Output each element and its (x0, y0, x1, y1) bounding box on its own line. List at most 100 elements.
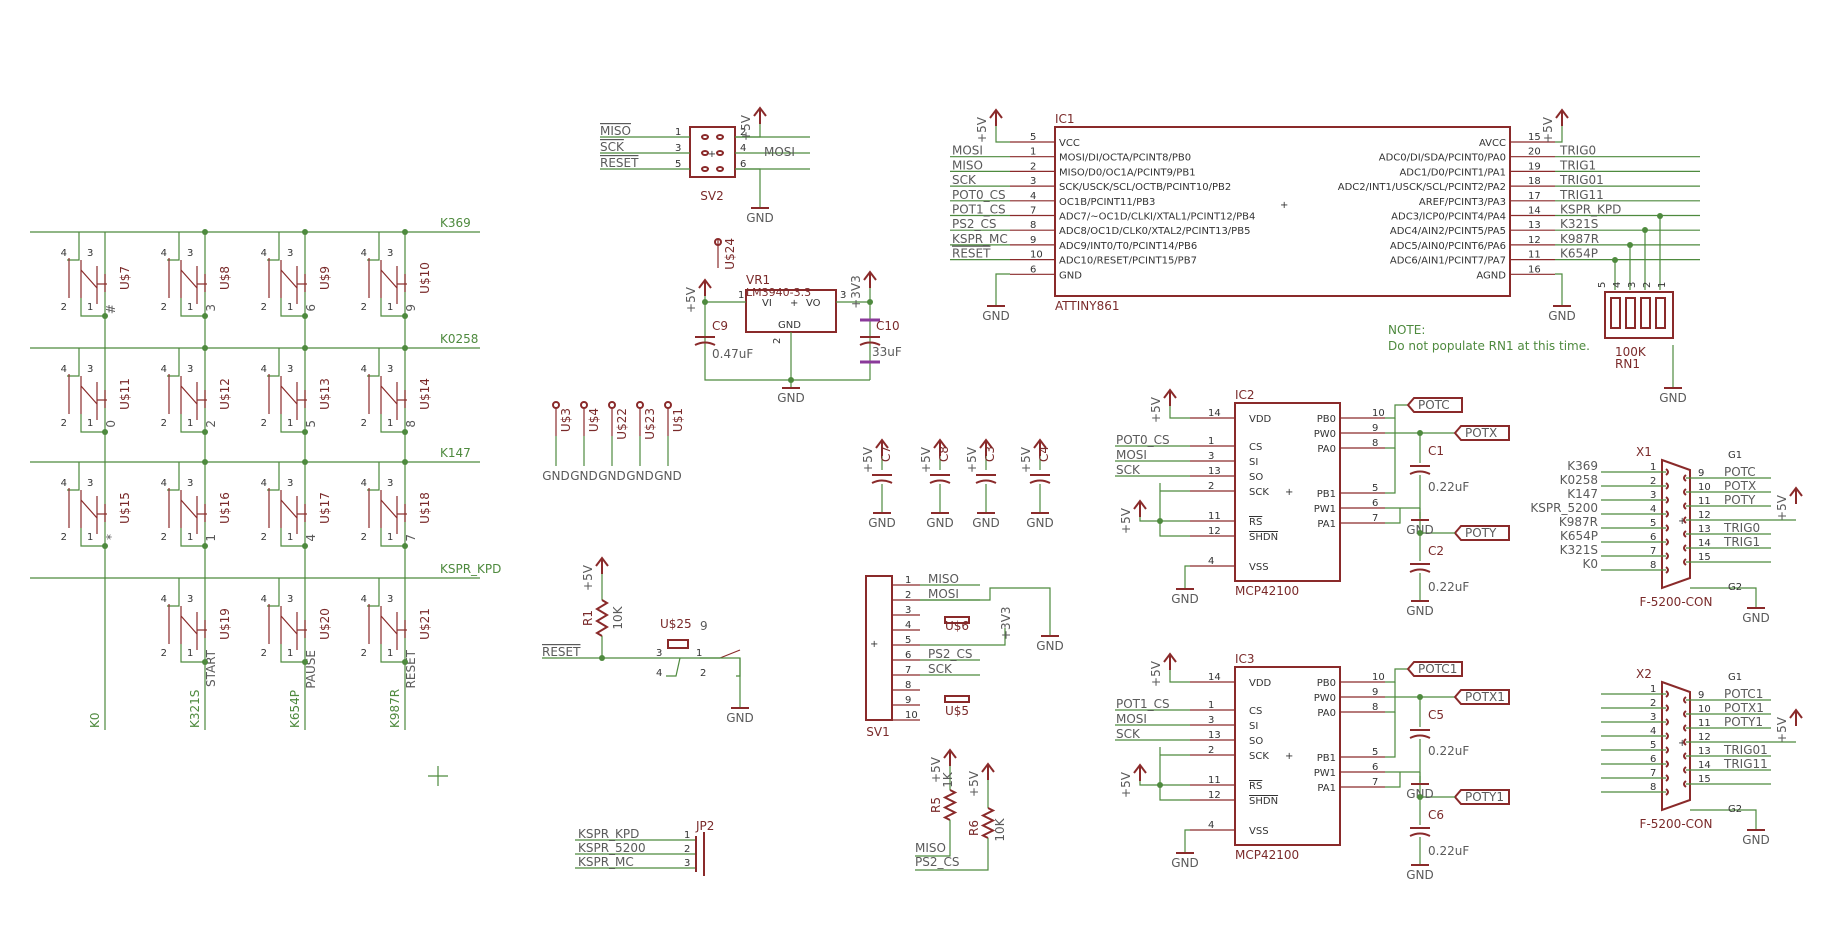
supply-label: +5V (965, 446, 979, 473)
pin-num: 1 (387, 302, 393, 313)
junction-dot (202, 459, 208, 465)
ic1-right-net: TRIG01 (1559, 173, 1604, 187)
pin-num: 2 (161, 418, 167, 429)
supply-label: +5V (929, 756, 943, 783)
net-flag: POTX (1465, 426, 1497, 440)
gnd-label: GND (1742, 611, 1770, 625)
mount-name: U$23 (643, 408, 657, 440)
junction-dot (202, 229, 208, 235)
mcp-right-pin: PB0 (1317, 678, 1336, 689)
switch-name: U$11 (118, 378, 132, 410)
pin-num: 2 (905, 590, 911, 601)
ground-symbol: GND (982, 298, 1010, 323)
mcp-name: IC2 (1235, 388, 1255, 402)
conn-left-net: K0 (1582, 557, 1598, 571)
gnd-label: GND (654, 469, 682, 483)
pin-num: 1 (387, 648, 393, 659)
mcp-left-pin: SCK (1249, 487, 1269, 498)
net-flag: POTC (1418, 398, 1450, 412)
pin-num: 4 (261, 478, 267, 489)
sv2-left-net: MISO (600, 124, 631, 138)
ic1-left-pin: ADC7/~OC1D/CLKI/XTAL1/PCINT12/PB4 (1059, 212, 1255, 223)
supply-label: +5V (975, 116, 989, 143)
switch-key: 6 (304, 304, 318, 312)
pin-num: 6 (1030, 264, 1036, 275)
pin-num: 3 (87, 478, 93, 489)
pin-num: 3 (1208, 451, 1214, 462)
pin-num: 4 (361, 478, 367, 489)
supply-label: +5V (1149, 396, 1163, 423)
ic1-right-net: TRIG11 (1559, 188, 1604, 202)
pin-num: 7 (1372, 513, 1378, 524)
pin-num: 3 (684, 858, 690, 869)
pin-num: 1 (1650, 462, 1656, 473)
gnd-label: GND (1548, 309, 1576, 323)
pin1: 1 (738, 290, 744, 301)
r1-name: R1 (581, 610, 595, 626)
pin-num: 2 (61, 418, 67, 429)
ic1-right-pin: ADC1/D0/PCINT1/PA1 (1399, 167, 1506, 178)
pin-num: 2 (684, 844, 690, 855)
mount-name: U$4 (587, 408, 601, 432)
junction-dot (402, 345, 408, 351)
pin-num: 8 (1650, 782, 1656, 793)
gnd-label: GND (746, 211, 774, 225)
junction-dot (102, 543, 108, 549)
ic1-right-net: KSPR_KPD (1560, 203, 1621, 217)
ic1-right-pin: ADC3/ICP0/PCINT4/PA4 (1391, 212, 1506, 223)
g2: G2 (1728, 582, 1742, 593)
u6-name: U$6 (945, 619, 969, 633)
supply-label: +5V (1541, 116, 1555, 143)
switch-key: RESET (404, 649, 418, 688)
pin-num: 3 (1030, 176, 1036, 187)
pin-num: 1 (1208, 436, 1214, 447)
conn-right-net: POTY (1724, 493, 1756, 507)
junction-dot (302, 543, 308, 549)
pin-num: 5 (1372, 747, 1378, 758)
rn1-value: 100K (1615, 345, 1647, 359)
pin-num: 7 (1650, 768, 1656, 779)
pin-num: 4 (61, 248, 67, 259)
pin-num: 3 (187, 364, 193, 375)
ic1-right-net: K321S (1560, 217, 1598, 231)
ic1-left-pin: ADC9/INT0/T0/PCINT14/PB6 (1059, 241, 1197, 252)
switch-key: 0 (104, 420, 118, 428)
pin-num: 3 (387, 594, 393, 605)
pin-num: 2 (161, 532, 167, 543)
pin-num: 12 (1528, 235, 1541, 246)
conn-right-net: POTX (1724, 479, 1756, 493)
u24-name: U$24 (723, 238, 737, 270)
supply-symbol: +5V (739, 106, 767, 141)
switch-key: 3 (204, 304, 218, 312)
pin-num: 17 (1528, 191, 1541, 202)
pin-num: 15 (1528, 132, 1541, 143)
capacitor-symbol (1409, 729, 1431, 739)
supply-symbol: +5V (965, 438, 993, 473)
pin-num: 4 (905, 620, 911, 631)
pin-num: 8 (1030, 220, 1036, 231)
ground-symbol: GND (1171, 845, 1199, 870)
pin: 4 (656, 668, 662, 679)
ic3-mcp42100: IC3MCP4210014VDD1CS3SI13SO2SCK11RS12SHDN… (1115, 652, 1510, 882)
pin-num: 10 (1372, 408, 1385, 419)
ground-symbol: GND (1742, 822, 1770, 847)
ic1-left-net: SCK (952, 173, 977, 187)
pin-num: 2 (261, 648, 267, 659)
junction-dot (402, 543, 408, 549)
c9-name: C9 (712, 319, 728, 333)
supply-symbol: +5V (975, 108, 1003, 143)
ground-symbol: GND (1036, 628, 1064, 653)
switch-key: 4 (304, 534, 318, 542)
gnd-label: GND (926, 516, 954, 530)
mcp-cap-top-val: 0.22uF (1428, 480, 1469, 494)
switch-name: U$20 (318, 608, 332, 640)
mount-name: U$1 (671, 408, 685, 432)
ic2-mcp42100: IC2MCP4210014VDD1CS3SI13SO2SCK11RS12SHDN… (1115, 388, 1510, 618)
